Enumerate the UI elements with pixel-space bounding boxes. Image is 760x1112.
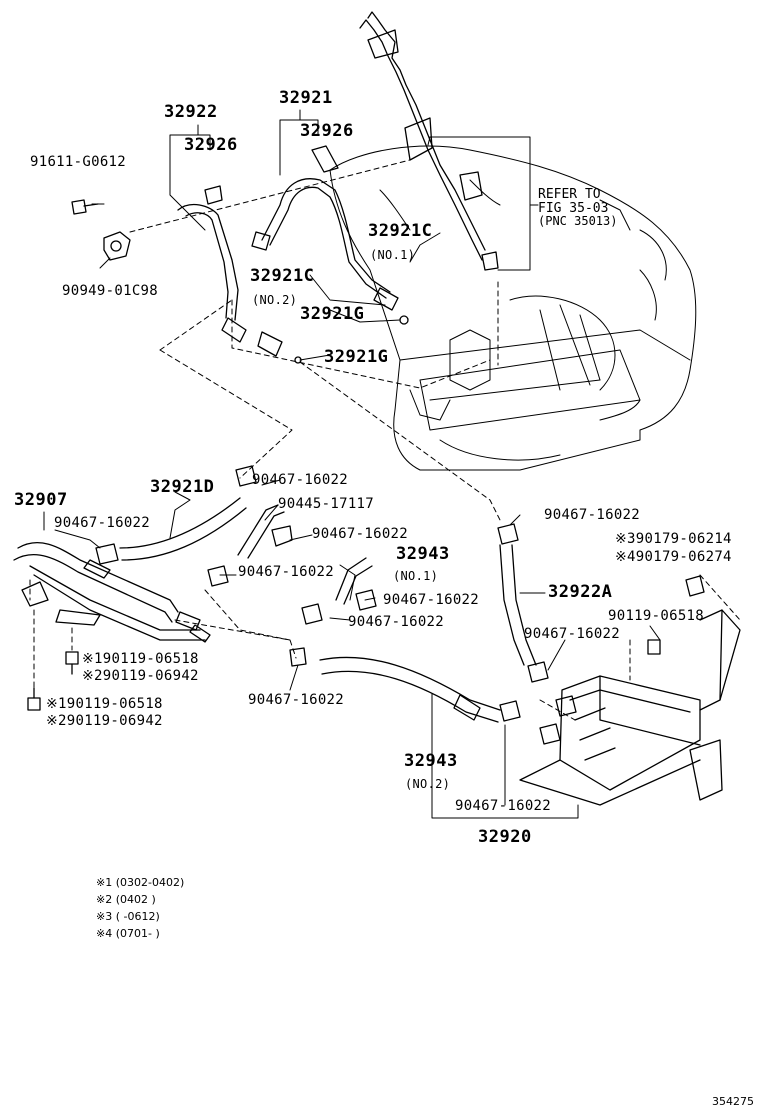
part-label-32920: 32920 — [478, 827, 532, 847]
dipstick-tube — [359, 11, 499, 271]
part-label-no2: (NO.2) — [252, 293, 298, 307]
leader-lines — [43, 109, 661, 819]
hose-32943-no1 — [335, 557, 373, 605]
part-label-clip-7: 90467-16022 — [544, 507, 641, 523]
hose-90445 — [237, 504, 293, 559]
part-label-bolt-2b: ※290119-06942 — [46, 713, 163, 729]
part-label-32943-no1-note: (NO.1) — [393, 569, 439, 583]
part-label-90949: 90949-01C98 — [62, 283, 159, 299]
refer-line-1: REFER TO — [538, 187, 601, 202]
hose-32943-no2 — [319, 656, 501, 723]
part-label-32943-no2-note: (NO.2) — [405, 777, 451, 791]
part-label-clip-5: 90467-16022 — [383, 592, 480, 608]
part-label-90445: 90445-17117 — [278, 496, 375, 512]
part-label-32922a: 32922A — [548, 582, 613, 602]
part-label-91611: 91611-G0612 — [30, 154, 127, 170]
pipe-32922 — [177, 185, 247, 343]
part-label-32922: 32922 — [164, 102, 218, 122]
part-label-32943-no1: 32943 — [396, 544, 450, 564]
tube-assembly-32907 — [13, 542, 211, 643]
clips — [207, 523, 549, 722]
part-label-32926: 32926 — [184, 135, 238, 155]
part-label-clip-6: 90467-16022 — [348, 614, 445, 630]
footnote-3: ※3 ( -0612) — [96, 910, 160, 923]
hose-32921d — [95, 465, 257, 565]
pipe-32921 — [251, 145, 399, 311]
part-label-32943-no2: 32943 — [404, 751, 458, 771]
part-label-32907: 32907 — [14, 490, 68, 510]
part-label-clip-1: 90467-16022 — [252, 472, 349, 488]
part-label-bolt-3: 90119-06518 — [608, 608, 705, 624]
part-label-clip-4: 90467-16022 — [238, 564, 335, 580]
part-label-bolt-1b: ※290119-06942 — [82, 668, 199, 684]
part-label-clip-8: 90467-16022 — [248, 692, 345, 708]
part-label-32921g-b: 32921G — [324, 347, 389, 367]
footnote-4: ※4 (0701- ) — [96, 927, 160, 940]
leader-lines-dashed — [29, 159, 741, 721]
oil-cooler-32920 — [519, 575, 741, 806]
part-label-no1: (NO.1) — [370, 248, 416, 262]
transmission-housing — [329, 145, 697, 471]
bracket-90949 — [71, 199, 131, 261]
footnote-2: ※2 (0402 ) — [96, 893, 156, 906]
refer-line-2: FIG 35-03 — [538, 200, 609, 216]
part-label-32926-b: 32926 — [300, 121, 354, 141]
part-label-32921d: 32921D — [150, 477, 215, 497]
part-label-clip-9: 90467-16022 — [455, 798, 552, 814]
footnote-1: ※1 (0302-0402) — [96, 876, 185, 889]
part-label-32921: 32921 — [279, 88, 333, 108]
hose-32922a — [499, 544, 537, 666]
part-label-clip-11: 90467-16022 — [524, 626, 621, 642]
part-label-clip-3: 90467-16022 — [312, 526, 409, 542]
part-label-32921c-no1: 32921C — [368, 221, 433, 241]
part-label-cap-3: ※390179-06214 — [615, 531, 732, 547]
part-label-clip-2: 90467-16022 — [54, 515, 151, 531]
part-label-32921g: 32921G — [300, 304, 365, 324]
refer-line-3: (PNC 35013) — [538, 214, 618, 229]
figure-id: 354275 — [712, 1095, 754, 1108]
part-label-32921c-no2: 32921C — [250, 266, 315, 286]
refer-note: REFER TO FIG 35-03 (PNC 35013) — [538, 188, 617, 228]
part-label-bolt-1a: ※190119-06518 — [82, 651, 199, 667]
part-label-cap-4: ※490179-06274 — [615, 549, 732, 565]
part-label-bolt-2a: ※190119-06518 — [46, 696, 163, 712]
bolts-lower-left — [27, 651, 79, 711]
